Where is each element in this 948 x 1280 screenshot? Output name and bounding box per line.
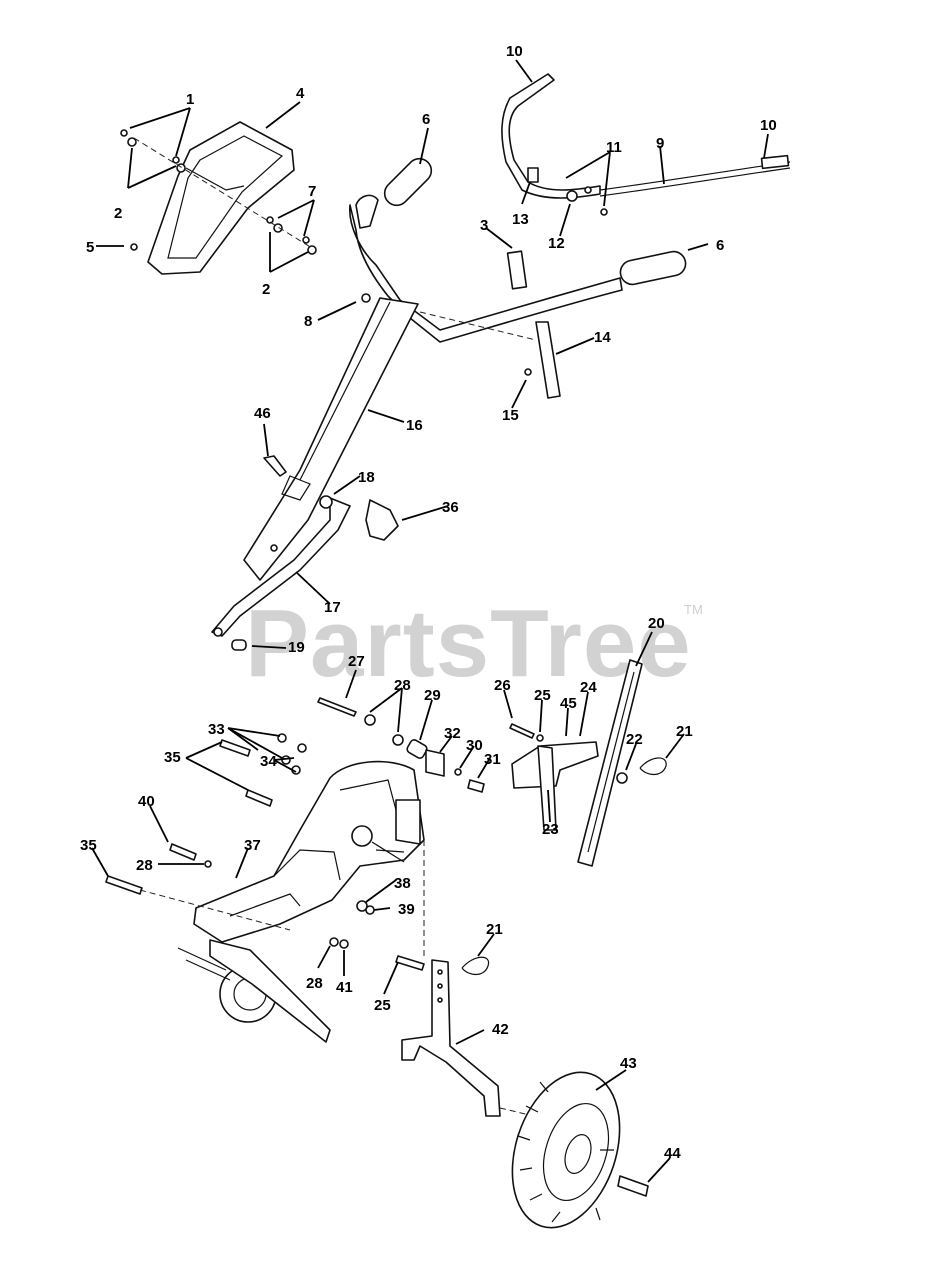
callout-35: 35: [164, 749, 181, 766]
callout-38: 38: [394, 875, 411, 892]
watermark-trademark: TM: [684, 602, 703, 617]
callout-31: 31: [484, 751, 501, 768]
callout-43: 43: [620, 1055, 637, 1072]
part-grip-left: [383, 157, 433, 207]
part-frame-hardware: [105, 733, 375, 949]
callout-18: 18: [358, 469, 375, 486]
part-grip-right: [619, 250, 687, 286]
part-handlebar: [349, 194, 623, 343]
callout-29: 29: [424, 687, 441, 704]
callout-2: 2: [114, 205, 122, 222]
callout-39: 39: [398, 901, 415, 918]
part-frame: [193, 760, 425, 943]
part-bracket: [535, 321, 561, 399]
part-pin: [231, 639, 247, 651]
callout-40: 40: [138, 793, 155, 810]
callout-2: 2: [262, 281, 270, 298]
callout-23: 23: [542, 821, 559, 838]
callout-27: 27: [348, 653, 365, 670]
callout-46: 46: [254, 405, 271, 422]
callout-9: 9: [656, 135, 664, 152]
callout-15: 15: [502, 407, 519, 424]
part-clip: [506, 250, 528, 290]
callout-28: 28: [394, 677, 411, 694]
callout-33: 33: [208, 721, 225, 738]
callout-13: 13: [512, 211, 529, 228]
callout-1: 1: [186, 91, 194, 108]
callout-16: 16: [406, 417, 423, 434]
callout-6: 6: [422, 111, 430, 128]
callout-21: 21: [486, 921, 503, 938]
callout-28: 28: [136, 857, 153, 874]
callout-17: 17: [324, 599, 341, 616]
callout-14: 14: [594, 329, 611, 346]
callout-30: 30: [466, 737, 483, 754]
callout-8: 8: [304, 313, 312, 330]
callout-22: 22: [626, 731, 643, 748]
part-handle-cover: [147, 121, 295, 275]
callout-35: 35: [80, 837, 97, 854]
callout-37: 37: [244, 837, 261, 854]
part-wheel: [511, 1071, 621, 1229]
part-hairpin-clip-lower: [461, 956, 490, 976]
callout-45: 45: [560, 695, 577, 712]
callout-10: 10: [760, 117, 777, 134]
callout-3: 3: [480, 217, 488, 234]
watermark: PartsTree: [245, 590, 692, 697]
callout-21: 21: [676, 723, 693, 740]
callout-4: 4: [296, 85, 305, 102]
callout-19: 19: [288, 639, 305, 656]
callout-20: 20: [648, 615, 665, 632]
part-bolt-26-25: [509, 723, 544, 742]
callout-25: 25: [534, 687, 551, 704]
part-knob: [365, 499, 399, 541]
callout-6: 6: [716, 237, 724, 254]
callout-24: 24: [580, 679, 597, 696]
callout-26: 26: [494, 677, 511, 694]
part-lower-handle-tube: [243, 297, 419, 581]
callout-11: 11: [606, 139, 622, 156]
part-bolt-row: [317, 697, 485, 793]
part-axle-pin: [395, 955, 425, 971]
callout-36: 36: [442, 499, 459, 516]
callout-10: 10: [506, 43, 523, 60]
callout-32: 32: [444, 725, 461, 742]
callout-12: 12: [548, 235, 565, 252]
callout-25: 25: [374, 997, 391, 1014]
callout-28: 28: [306, 975, 323, 992]
callout-44: 44: [664, 1145, 681, 1162]
leader-lines: [91, 59, 769, 1183]
part-wheel-bracket: [401, 959, 501, 1117]
part-wheel-hub: [177, 939, 331, 1043]
part-bolt-46: [263, 455, 287, 477]
callout-34: 34: [260, 753, 277, 770]
part-axle-bolt: [617, 1175, 649, 1197]
callout-7: 7: [308, 183, 316, 200]
callout-42: 42: [492, 1021, 509, 1038]
part-hairpin-clip: [616, 757, 667, 784]
part-depth-plate: [511, 741, 599, 831]
callout-labels: 1223456678910101112131415161718192021212…: [80, 43, 777, 1162]
callout-5: 5: [86, 239, 94, 256]
callout-41: 41: [336, 979, 353, 996]
part-bracket-arm: [211, 495, 351, 637]
part-control-lever: [501, 73, 791, 216]
